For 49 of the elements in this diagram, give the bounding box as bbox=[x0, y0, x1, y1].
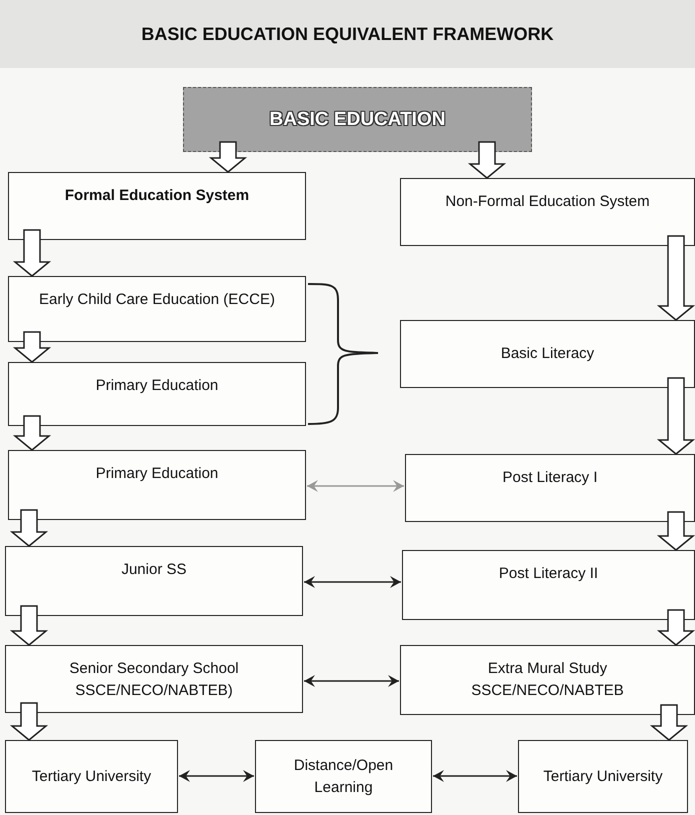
node-label: Junior SS bbox=[121, 560, 187, 580]
double-arrow bbox=[304, 675, 399, 687]
process-box bbox=[5, 546, 303, 616]
node-label: Primary Education bbox=[96, 464, 218, 484]
block-arrow bbox=[10, 605, 48, 646]
process-box bbox=[5, 740, 178, 813]
double-arrow bbox=[433, 770, 517, 782]
double-arrow bbox=[179, 770, 254, 782]
process-box bbox=[402, 550, 695, 620]
node-label: Extra Mural Study SSCE/NECO/NABTEB bbox=[470, 659, 625, 701]
process-box bbox=[8, 362, 306, 426]
block-arrow bbox=[656, 511, 695, 551]
node-label: Non-Formal Education System bbox=[445, 192, 650, 212]
process-box bbox=[400, 645, 695, 715]
block-arrow bbox=[656, 609, 695, 646]
node-label: Formal Education System bbox=[64, 186, 250, 206]
block-arrow bbox=[12, 229, 52, 277]
process-box bbox=[8, 276, 306, 342]
node-label: Post Literacy II bbox=[498, 564, 598, 584]
double-arrow bbox=[304, 576, 401, 588]
process-box bbox=[8, 450, 306, 520]
block-arrow bbox=[10, 509, 48, 547]
double-arrow bbox=[307, 480, 404, 492]
node-label: Tertiary University bbox=[32, 766, 152, 787]
process-box bbox=[5, 645, 303, 713]
process-box bbox=[255, 740, 432, 813]
node-label: Basic Literacy bbox=[500, 344, 594, 364]
block-arrow bbox=[10, 702, 48, 741]
block-arrow bbox=[650, 704, 688, 741]
block-arrow bbox=[656, 235, 695, 321]
process-box bbox=[400, 178, 695, 246]
node-label: BASIC EDUCATION bbox=[270, 108, 446, 132]
block-arrow bbox=[208, 141, 248, 173]
node-label: Early Child Care Education (ECCE) bbox=[39, 290, 275, 310]
block-arrow bbox=[12, 415, 52, 451]
block-arrow bbox=[468, 141, 506, 179]
header-box bbox=[183, 87, 532, 152]
process-box bbox=[400, 320, 695, 388]
block-arrow bbox=[12, 331, 52, 363]
block-arrow bbox=[656, 377, 695, 455]
diagram-title: BASIC EDUCATION EQUIVALENT FRAMEWORK bbox=[141, 24, 554, 44]
node-label: Post Literacy I bbox=[502, 468, 598, 488]
process-box bbox=[405, 454, 695, 522]
process-box bbox=[518, 740, 688, 813]
process-box bbox=[8, 172, 306, 240]
node-label: Tertiary University bbox=[543, 766, 663, 787]
node-label: Distance/Open Learning bbox=[292, 756, 394, 798]
node-label: Senior Secondary School SSCE/NECO/NABTEB) bbox=[68, 659, 240, 701]
node-label: Primary Education bbox=[96, 376, 218, 396]
